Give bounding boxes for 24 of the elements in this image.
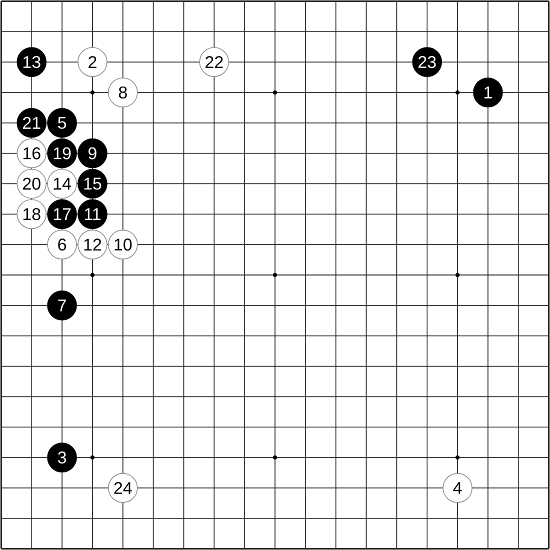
go-stone: 3 bbox=[47, 442, 77, 472]
go-stone: 7 bbox=[47, 290, 77, 320]
go-stone: 21 bbox=[16, 108, 47, 138]
go-stone: 10 bbox=[108, 230, 138, 260]
go-stone: 14 bbox=[47, 168, 77, 199]
go-stone: 11 bbox=[78, 199, 108, 230]
go-stone: 8 bbox=[108, 78, 138, 108]
go-stone: 19 bbox=[47, 138, 77, 168]
go-stone: 16 bbox=[16, 138, 47, 168]
go-stone: 15 bbox=[78, 168, 108, 199]
go-stone: 2 bbox=[78, 47, 108, 77]
go-stone: 13 bbox=[16, 47, 47, 77]
go-stone: 18 bbox=[16, 199, 47, 230]
go-stone: 17 bbox=[47, 199, 77, 230]
go-stone: 9 bbox=[78, 138, 108, 168]
go-stone: 23 bbox=[412, 47, 442, 77]
go-stone: 5 bbox=[47, 108, 77, 138]
go-stone: 24 bbox=[108, 473, 138, 503]
go-stone: 6 bbox=[47, 230, 77, 260]
go-stone: 1 bbox=[473, 78, 503, 108]
go-stone: 12 bbox=[78, 230, 108, 260]
go-stone: 20 bbox=[16, 168, 47, 199]
go-stone: 4 bbox=[442, 473, 472, 503]
go-stone: 22 bbox=[199, 47, 230, 77]
